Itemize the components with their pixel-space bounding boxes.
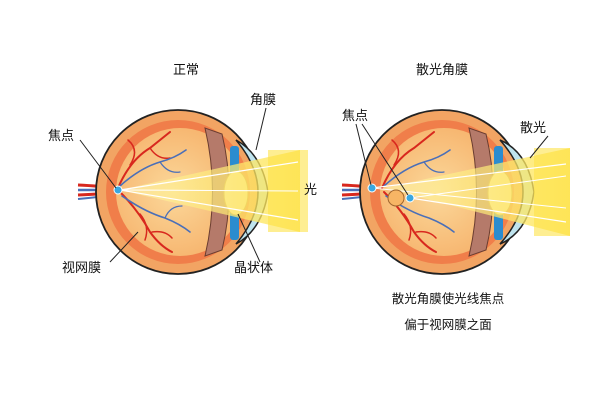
caption-line-1: 散光角膜使光线焦点 — [392, 291, 505, 306]
light-ray-a — [371, 163, 567, 189]
focus-point-a — [367, 183, 377, 193]
leader-focus-b — [361, 123, 409, 196]
label-retina: 视网膜 — [62, 261, 101, 276]
light-ray-d — [409, 175, 567, 199]
light-source-band-2 — [534, 148, 570, 236]
astigmatic-eye: 散光角膜 焦点 散光 散光角膜使光线焦点 偏于视网膜之面 — [341, 63, 570, 332]
light-ray-b — [409, 197, 567, 223]
light-ray-top — [119, 161, 299, 191]
normal-title: 正常 — [173, 63, 199, 78]
caption-line-2: 偏于视网膜之面 — [404, 317, 492, 332]
leader-focus — [79, 139, 117, 189]
label-focus-2: 焦点 — [342, 109, 368, 124]
label-cornea: 角膜 — [250, 93, 276, 108]
light-beam-2 — [384, 148, 570, 236]
light-ray-bottom — [119, 189, 299, 221]
leader-lens — [237, 213, 261, 263]
label-light: 光 — [304, 183, 317, 198]
normal-eye: 正常 焦点 角膜 光 视网膜 晶状体 — [48, 63, 317, 276]
label-lens: 晶状体 — [234, 261, 273, 276]
leader-focus-a — [355, 123, 372, 186]
label-focus: 焦点 — [48, 129, 74, 144]
optic-disc — [387, 189, 405, 207]
light-ray-mid — [119, 189, 299, 192]
leader-retina — [109, 231, 139, 263]
astig-title: 散光角膜 — [416, 63, 468, 78]
focus-point-b — [405, 193, 415, 203]
leader-cornea — [255, 107, 267, 151]
leader-scatter — [529, 135, 549, 159]
label-scatter: 散光 — [520, 121, 546, 136]
light-ray-c — [371, 187, 567, 209]
retinal-vessels — [117, 131, 191, 253]
